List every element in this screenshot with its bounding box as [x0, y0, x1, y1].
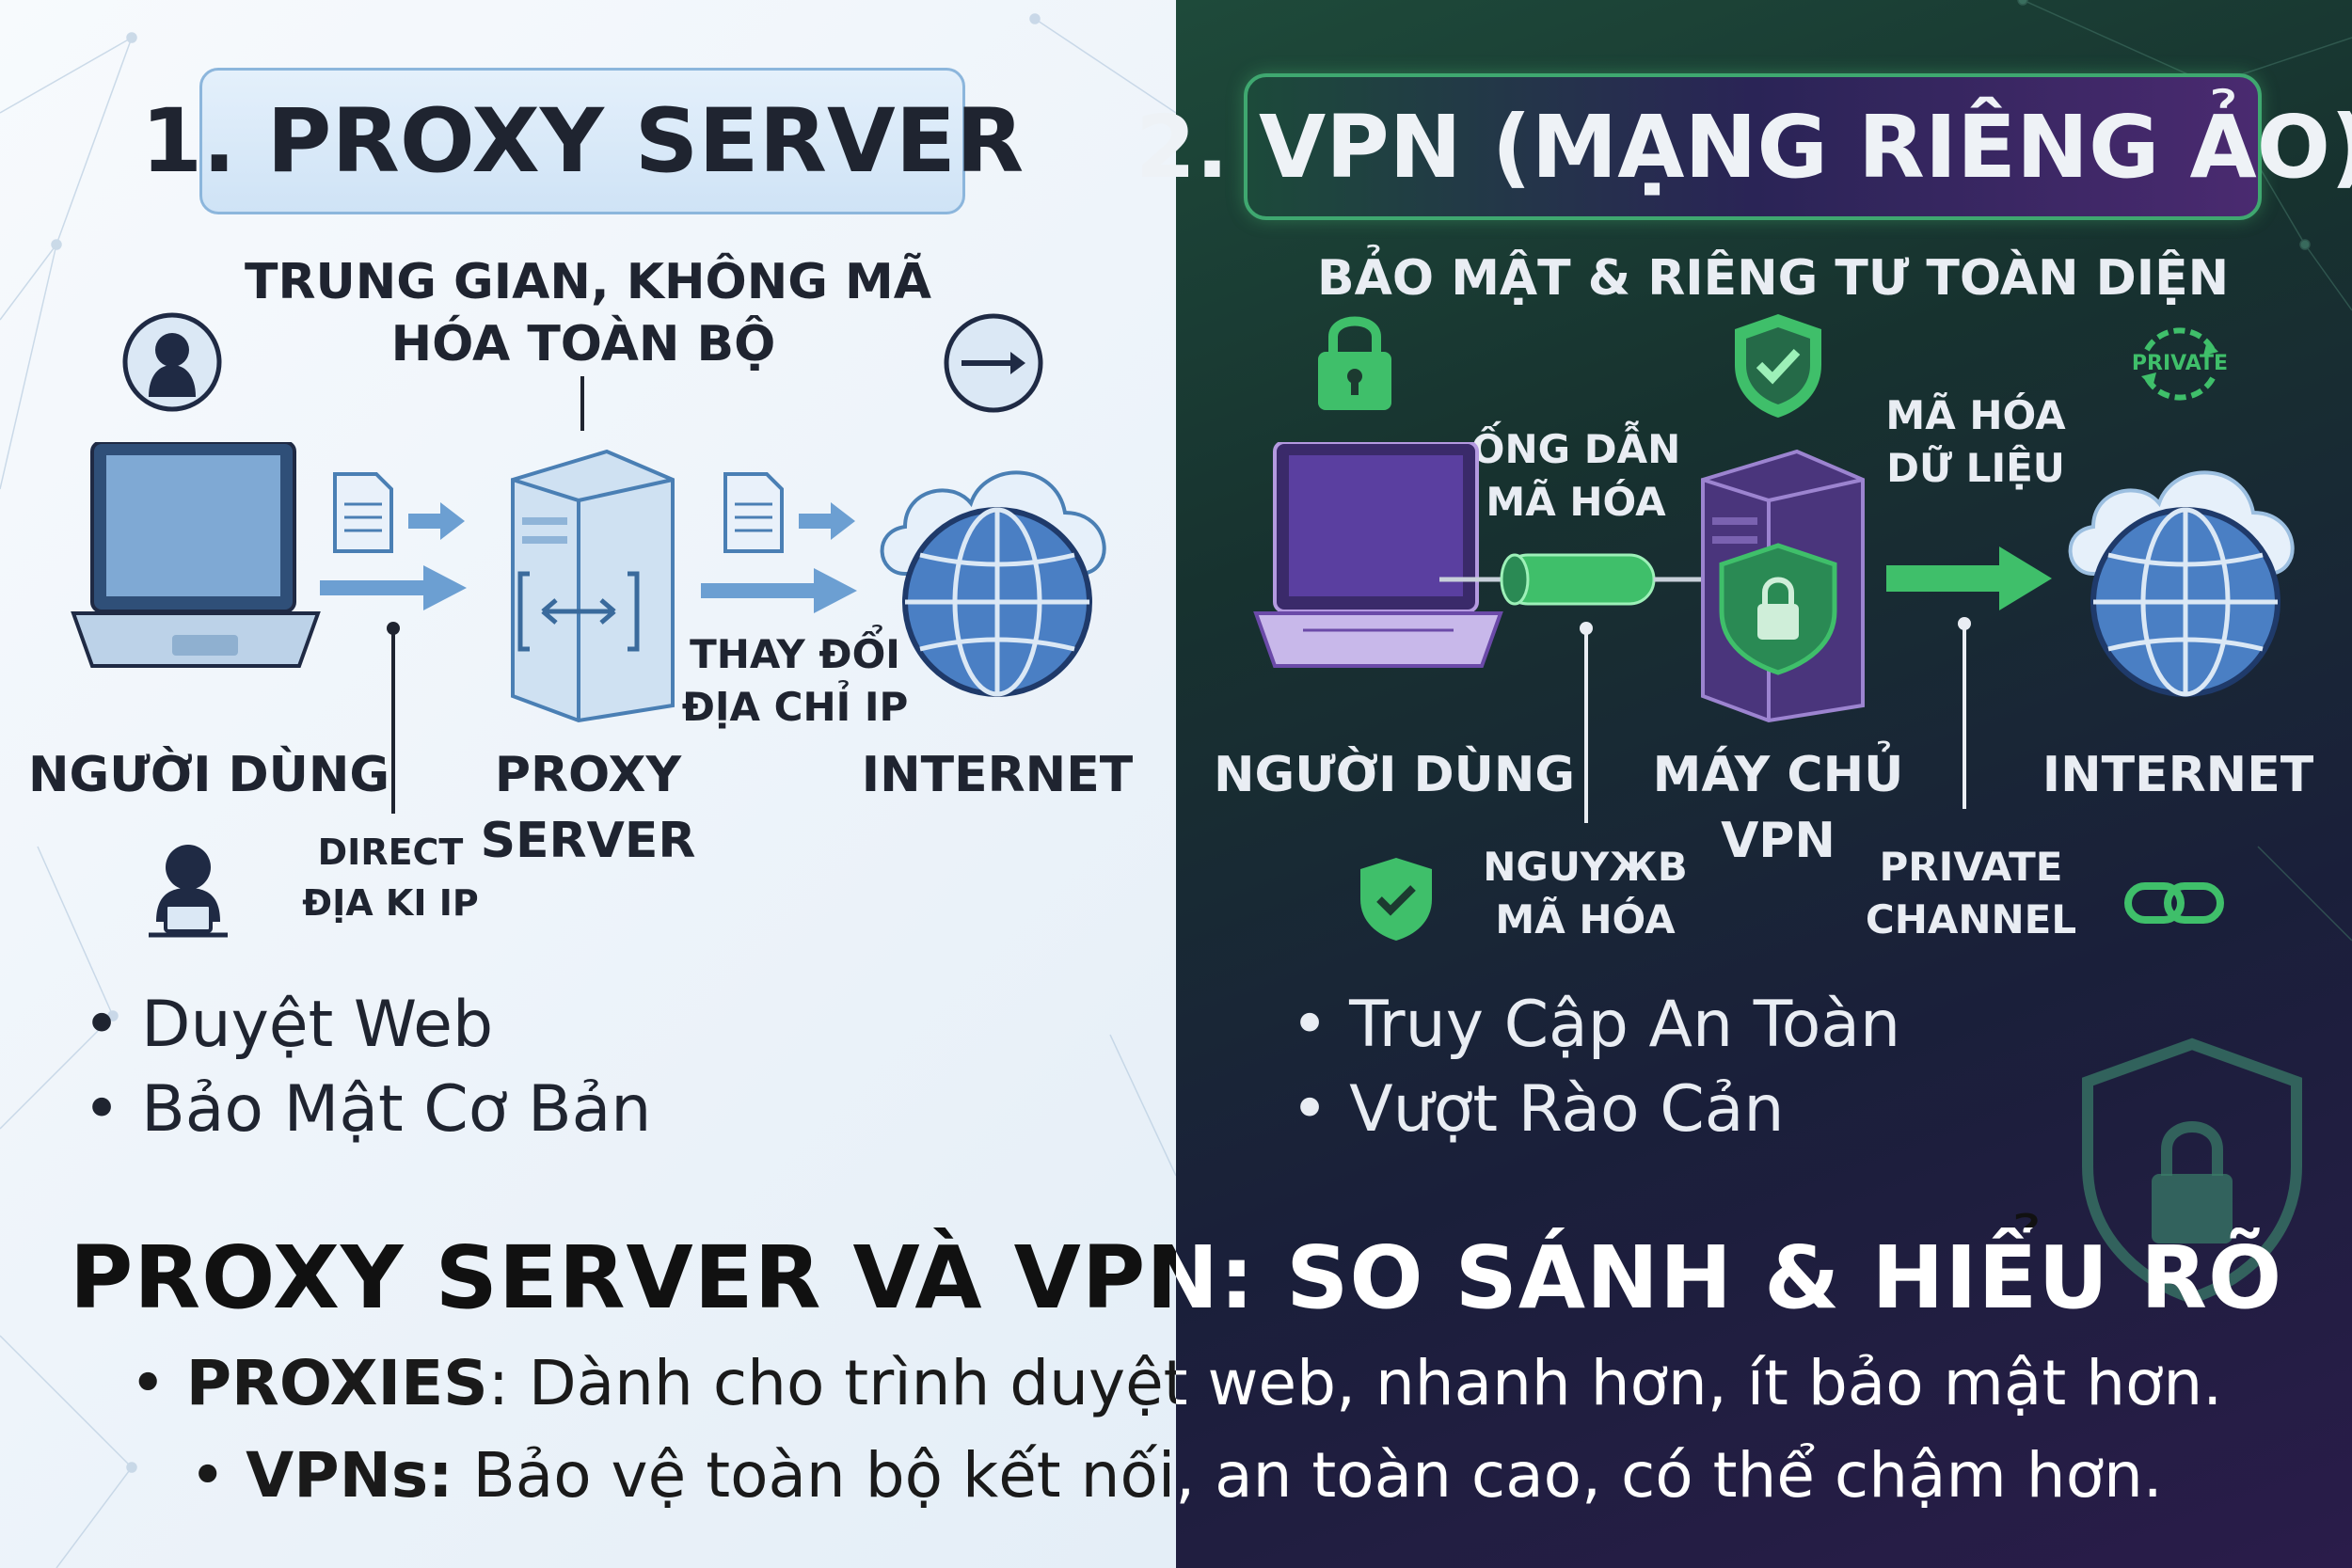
vpn-bullets: Truy Cập An Toàn Vượt Rào Cản	[1291, 983, 1900, 1152]
vpn-panel	[1176, 0, 2352, 1568]
channel-label-line1: PRIVATE	[1879, 844, 2063, 890]
network-pattern	[0, 13, 1176, 1568]
proxies-text: : Dành cho trình duyệt web, nhanh hơn, í…	[487, 1347, 2223, 1419]
comparison-title: PROXY SERVER VÀ VPN: SO SÁNH & HIỂU RÕ	[69, 1227, 2283, 1328]
large-shield-lock-icon	[2082, 1037, 2302, 1305]
internet-cloud-globe-icon	[880, 470, 1106, 697]
vpns-text: Bảo vệ toàn bộ kết nối, an toàn cao, có …	[453, 1439, 2163, 1512]
hacker-at-laptop-icon	[149, 845, 228, 938]
proxy-internet-label: INTERNET	[861, 747, 1134, 803]
vpn-bullet: Truy Cập An Toàn	[1291, 983, 1900, 1068]
proxy-server-icon	[511, 449, 675, 723]
proxy-user-label: NGƯỜI DÙNG	[28, 747, 390, 803]
encrypt-label-line2: DỮ LIỆU	[1886, 445, 2065, 491]
vpn-subtitle: BẢO MẬT & RIÊNG TƯ TOÀN DIỆN	[1317, 250, 2230, 307]
shield-check-icon	[1360, 858, 1432, 941]
summary-vpns-overlay: • VPNs: Bảo vệ toàn bộ kết nối, an toàn …	[453, 1439, 2352, 1512]
tunnel-label-line1: ỐNG DẪN	[1470, 426, 1681, 472]
direct-line2: ĐỊA KI IP	[302, 882, 479, 924]
padlock-icon	[1318, 316, 1391, 410]
vpn-server-label-line2: VPN	[1721, 813, 1836, 869]
hacker-avatar-icon	[122, 312, 222, 412]
internet-cloud-globe-icon	[2068, 470, 2295, 697]
direct-line1: DIRECT	[317, 832, 464, 873]
vpn-user-label: NGƯỜI DÙNG	[1214, 747, 1576, 803]
proxy-subtitle-line1: TRUNG GIAN, KHÔNG MÃ	[245, 254, 932, 310]
summary-vpns: • VPNs: Bảo vệ toàn bộ kết nối, an toàn …	[189, 1439, 2163, 1512]
channel-label-line2: CHANNEL	[1865, 896, 2077, 942]
proxy-title: 1. PROXY SERVER	[141, 68, 1024, 214]
laptop-icon	[71, 442, 321, 668]
data-packet-icon	[333, 472, 465, 553]
encrypt-label-line1: MÃ HÓA	[1885, 392, 2066, 438]
summary-proxies-overlay: • PROXIES: Dành cho trình duyệt web, nha…	[487, 1347, 2352, 1419]
encrypted-data-arrow	[1886, 546, 2052, 610]
vpn-server-icon	[1701, 449, 1865, 723]
private-badge-label: PRIVATE	[2131, 352, 2229, 375]
encrypted-tunnel-icon	[1439, 553, 1703, 606]
source-connector-line	[1580, 622, 1593, 823]
proxy-subtitle-line2: HÓA TOÀN BỘ	[390, 316, 776, 372]
forward-arrow	[701, 568, 857, 613]
laptop-icon	[1253, 442, 1503, 668]
source-label-line1: NGUYЖB	[1483, 844, 1688, 890]
vpns-text: Bảo vệ toàn bộ kết nối, an toàn cao, có …	[453, 1439, 2163, 1512]
shield-check-icon	[1735, 314, 1821, 418]
proxy-panel	[0, 0, 1176, 1568]
summary-proxies: • PROXIES: Dành cho trình duyệt web, nha…	[129, 1347, 2223, 1419]
vpn-bullet: Vượt Rào Cản	[1291, 1068, 1900, 1152]
change-ip-line2: ĐỊA CHỈ IP	[681, 684, 909, 730]
direct-connector-line	[387, 622, 400, 814]
tunnel-label-line2: MÃ HÓA	[1486, 479, 1666, 525]
proxy-bullet: Duyệt Web	[83, 983, 651, 1068]
channel-connector-line	[1958, 617, 1971, 809]
proxies-term: PROXIES	[185, 1347, 488, 1419]
proxy-bullet: Bảo Mật Cơ Bản	[83, 1068, 651, 1152]
vpn-server-label-line1: MÁY CHỦ	[1652, 747, 1904, 803]
link-icon	[2124, 882, 2224, 924]
proxy-server-label-line2: SERVER	[480, 813, 696, 869]
outbound-arrow-icon	[944, 313, 1043, 413]
proxy-server-label-line1: PROXY	[494, 747, 682, 803]
proxy-bullets: Duyệt Web Bảo Mật Cơ Bản	[83, 983, 651, 1152]
forward-arrow	[320, 565, 467, 610]
vpns-term: VPNs:	[246, 1439, 453, 1512]
private-refresh-icon	[2141, 327, 2218, 401]
vpn-internet-label: INTERNET	[2042, 747, 2314, 803]
vpn-title: 2. VPN (MẠNG RIÊNG ẢO)	[1136, 73, 2352, 220]
change-ip-line1: THAY ĐỔI	[690, 631, 900, 677]
proxies-text: : Dành cho trình duyệt web, nhanh hơn, í…	[487, 1347, 2223, 1419]
subtitle-connector-line	[580, 376, 584, 431]
data-packet-icon	[723, 472, 855, 553]
source-label-line2: MÃ HÓA	[1495, 896, 1676, 942]
comparison-title-overlay: PROXY SERVER VÀ VPN: SO SÁNH & HIỂU RÕ	[69, 1227, 2283, 1328]
